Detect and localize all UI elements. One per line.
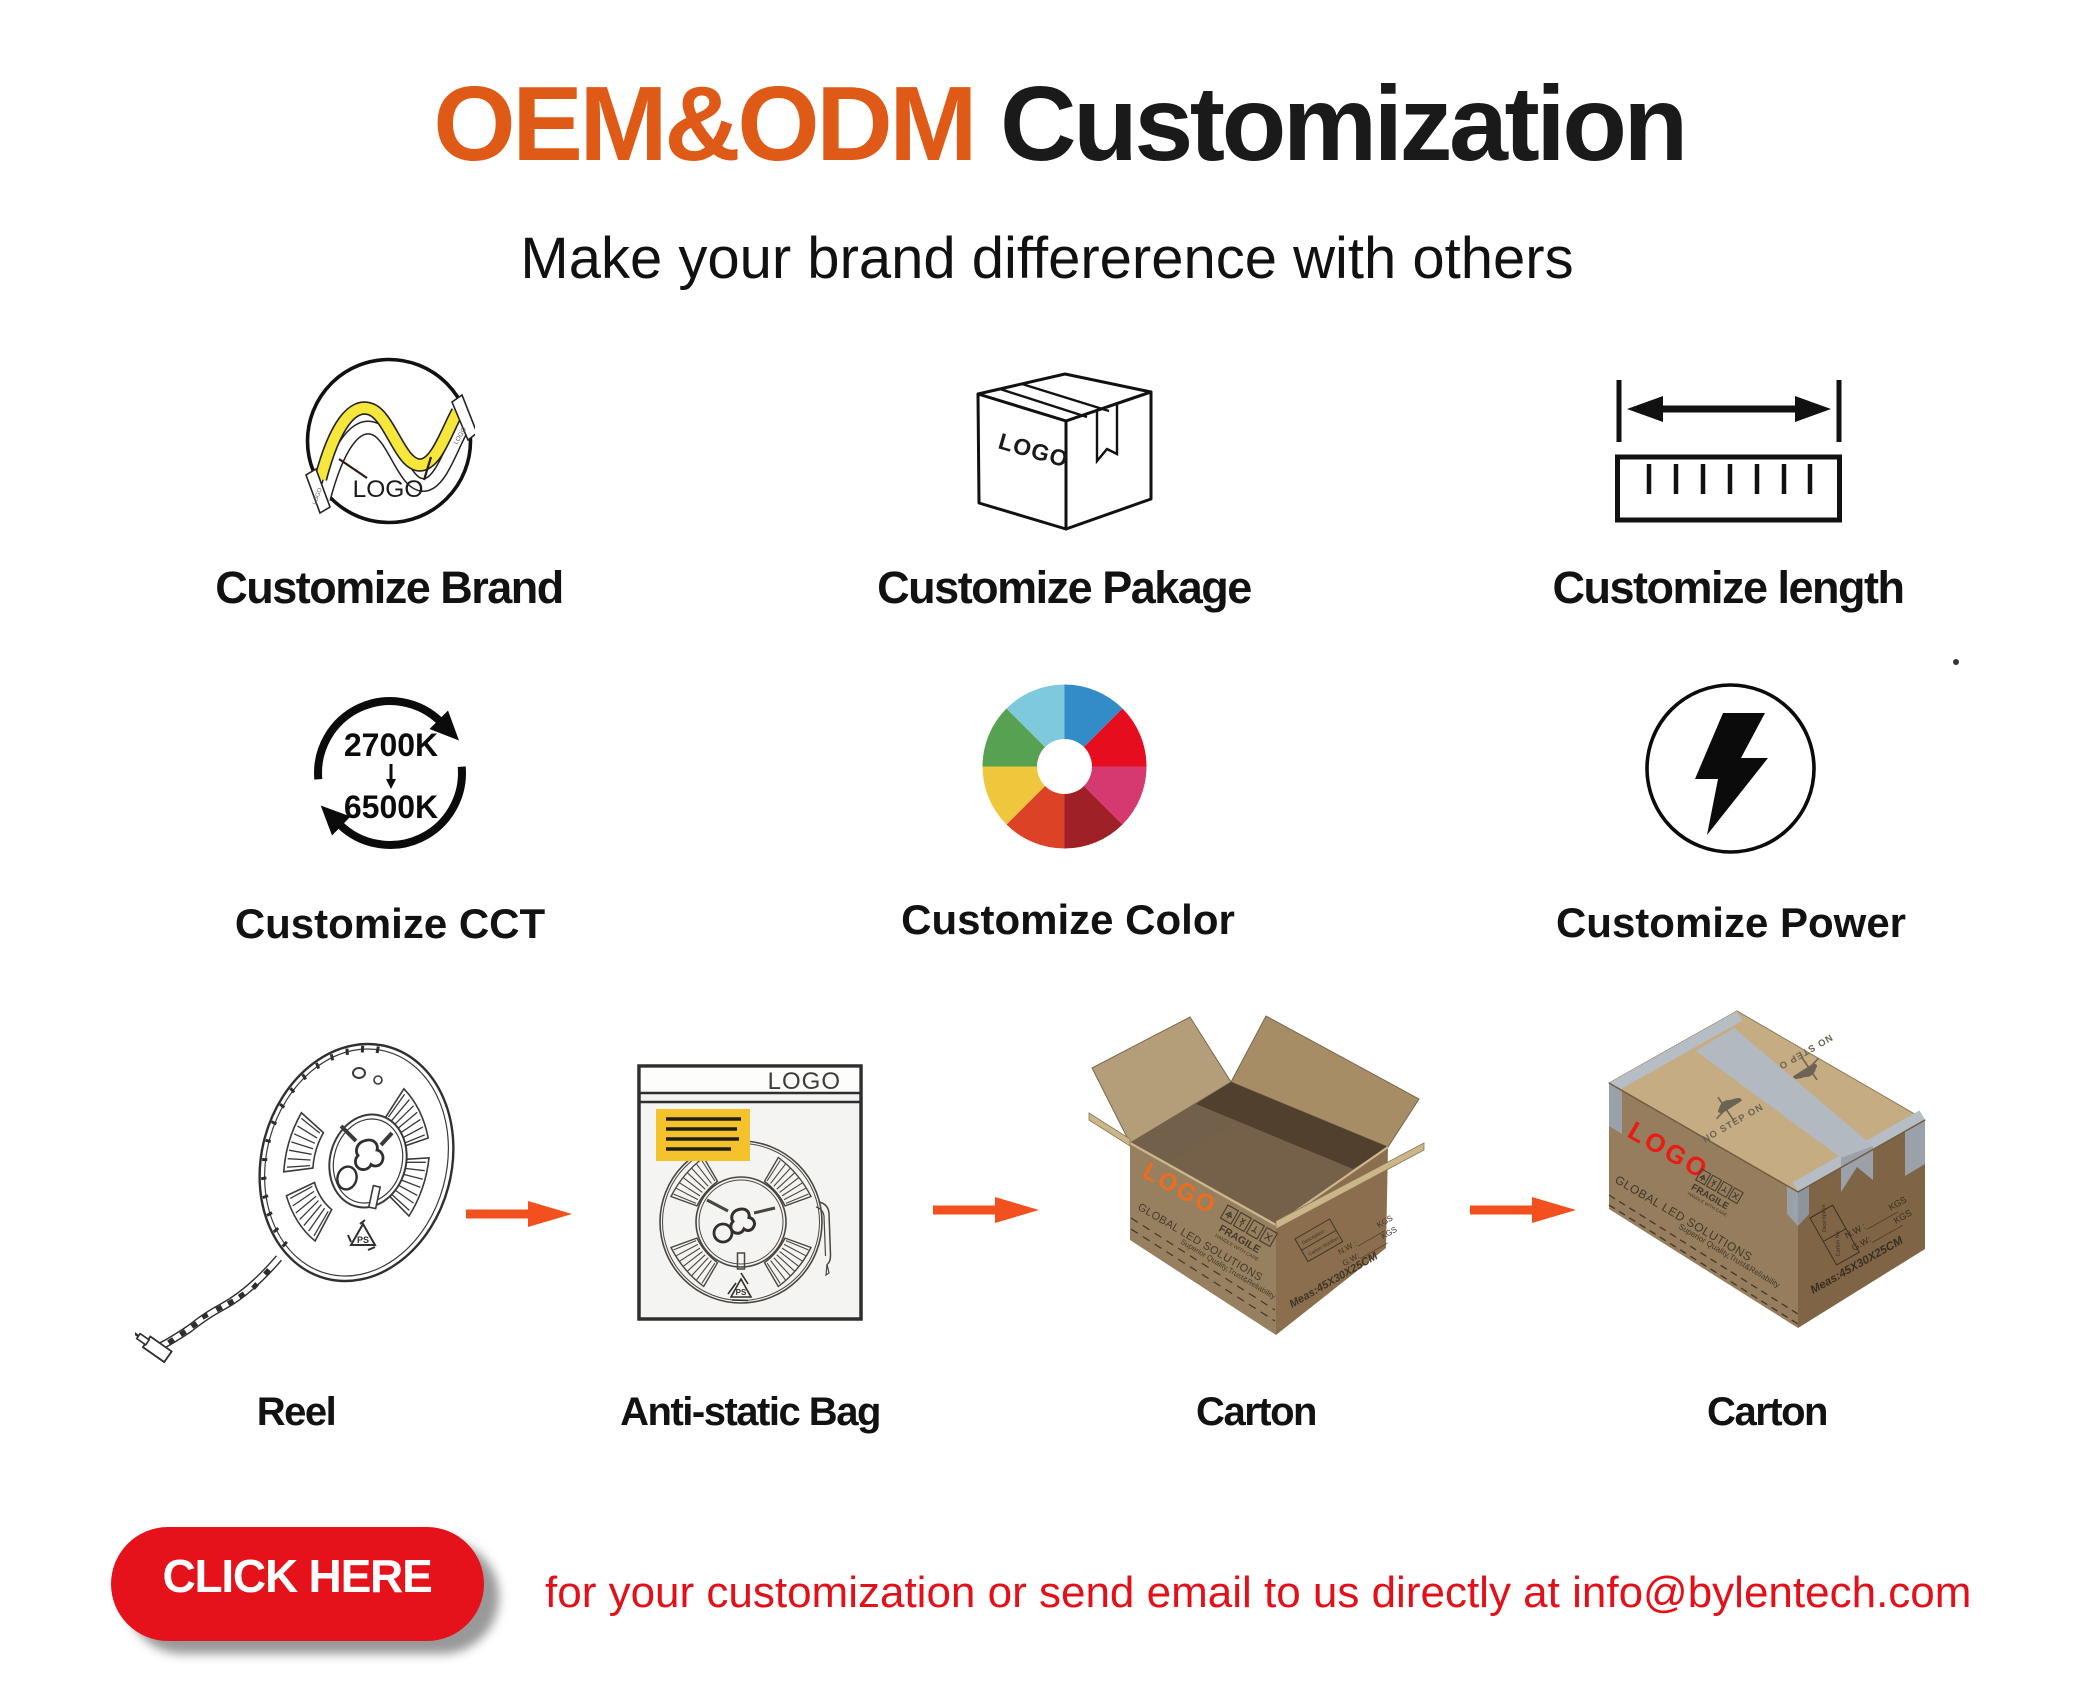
svg-text:Description: Description — [1821, 1204, 1828, 1232]
svg-text:LOGO: LOGO — [312, 487, 324, 506]
svg-text:PS: PS — [736, 1288, 747, 1297]
svg-text:LOGO: LOGO — [353, 476, 424, 503]
svg-text:LOGO: LOGO — [768, 1068, 841, 1095]
svg-text:6500K: 6500K — [344, 789, 438, 825]
svg-text:2700K: 2700K — [344, 727, 438, 763]
svg-text:PS: PS — [357, 1235, 369, 1245]
svg-text:Carton No.: Carton No. — [1835, 1229, 1842, 1256]
